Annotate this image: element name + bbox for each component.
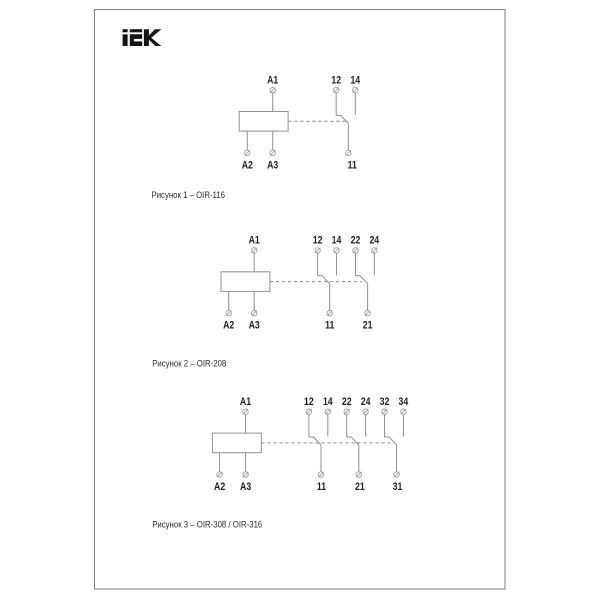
svg-text:24: 24 [369, 235, 379, 247]
svg-text:14: 14 [350, 74, 360, 86]
svg-text:Рисунок 3 – OIR-308 / OIR-316: Рисунок 3 – OIR-308 / OIR-316 [152, 519, 262, 530]
svg-text:A3: A3 [240, 481, 252, 493]
svg-text:32: 32 [380, 396, 390, 408]
svg-text:A1: A1 [240, 396, 252, 408]
svg-text:Рисунок 1 – OIR-116: Рисунок 1 – OIR-116 [152, 190, 226, 201]
svg-text:12: 12 [331, 74, 341, 86]
svg-text:24: 24 [361, 396, 371, 408]
svg-text:A1: A1 [267, 74, 279, 86]
svg-text:12: 12 [313, 235, 323, 247]
svg-text:A1: A1 [249, 235, 261, 247]
svg-text:21: 21 [355, 481, 365, 493]
svg-text:A2: A2 [223, 320, 235, 332]
svg-text:14: 14 [323, 396, 333, 408]
svg-text:11: 11 [325, 320, 335, 332]
svg-text:11: 11 [348, 159, 358, 171]
svg-text:14: 14 [332, 235, 342, 247]
svg-text:12: 12 [304, 396, 314, 408]
svg-text:31: 31 [393, 481, 403, 493]
svg-text:Рисунок 2 – OIR-208: Рисунок 2 – OIR-208 [152, 358, 226, 369]
svg-text:A3: A3 [267, 159, 279, 171]
svg-text:A2: A2 [214, 481, 226, 493]
svg-text:21: 21 [363, 320, 373, 332]
svg-text:A3: A3 [249, 320, 261, 332]
svg-text:11: 11 [317, 481, 327, 493]
svg-text:22: 22 [342, 396, 352, 408]
svg-text:A2: A2 [242, 159, 254, 171]
svg-text:34: 34 [399, 396, 409, 408]
svg-text:22: 22 [351, 235, 361, 247]
